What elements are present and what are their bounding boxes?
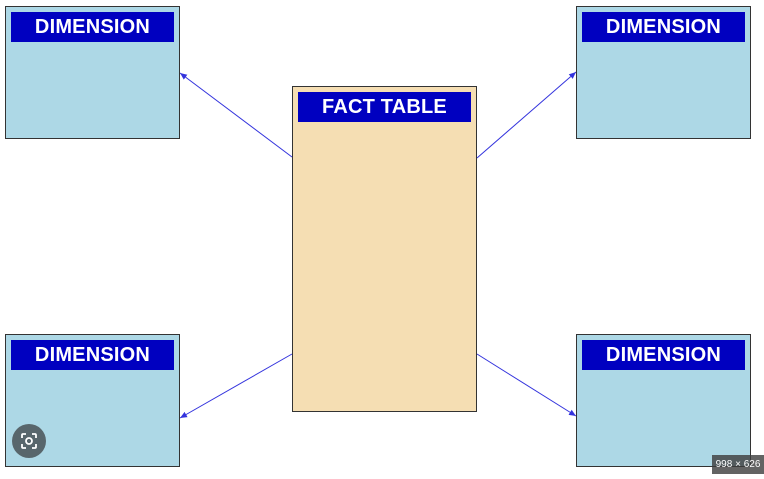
image-search-icon[interactable] — [12, 424, 46, 458]
dimension-title: DIMENSION — [11, 12, 174, 42]
dimension-title: DIMENSION — [582, 340, 745, 370]
dimension-title: DIMENSION — [582, 12, 745, 42]
fact-table-title: FACT TABLE — [298, 92, 471, 122]
dimension-box-bottom-left: DIMENSION — [5, 334, 180, 467]
lens-glyph-icon — [21, 433, 37, 449]
dimension-box-bottom-right: DIMENSION — [576, 334, 751, 467]
arrow-to-dimension-top-left — [179, 72, 293, 158]
arrow-to-dimension-bottom-left — [179, 353, 293, 419]
dimension-title: DIMENSION — [11, 340, 174, 370]
fact-table-box: FACT TABLE — [292, 86, 477, 412]
dimension-box-top-right: DIMENSION — [576, 6, 751, 139]
arrow-to-dimension-bottom-right — [476, 353, 577, 417]
image-size-badge: 998 × 626 — [712, 455, 764, 474]
dimension-box-top-left: DIMENSION — [5, 6, 180, 139]
arrow-to-dimension-top-right — [476, 71, 577, 159]
